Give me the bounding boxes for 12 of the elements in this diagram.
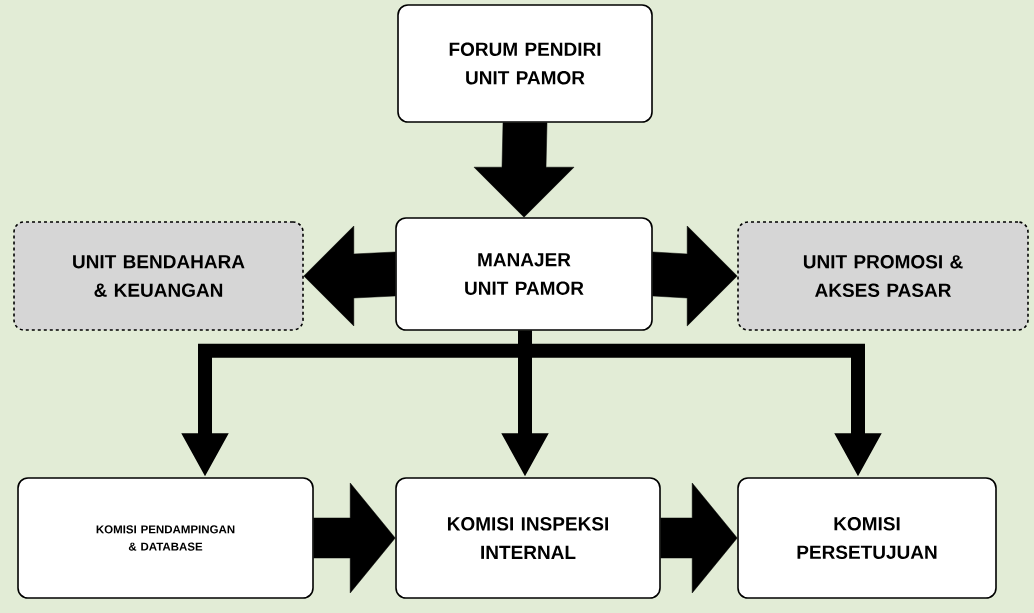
org-box: FORUM PENDIRI UNIT PAMOR: [397, 4, 653, 123]
unit-box: UNIT PROMOSI & AKSES PASAR: [737, 221, 1029, 331]
org-box: KOMISI INSPEKSI INTERNAL: [395, 477, 661, 599]
block-arrow: [660, 482, 738, 594]
block-arrow: [652, 225, 738, 327]
org-box: KOMISI PENDAMPINGAN & DATABASE: [17, 477, 314, 599]
block-arrow: [313, 482, 396, 594]
org-box: KOMISI PERSETUJUAN: [737, 477, 997, 599]
block-arrow: [303, 225, 396, 327]
block-arrow: [473, 122, 575, 218]
org-box: MANAJER UNIT PAMOR: [395, 217, 653, 331]
unit-box: UNIT BENDAHARA & KEUANGAN: [13, 221, 304, 331]
